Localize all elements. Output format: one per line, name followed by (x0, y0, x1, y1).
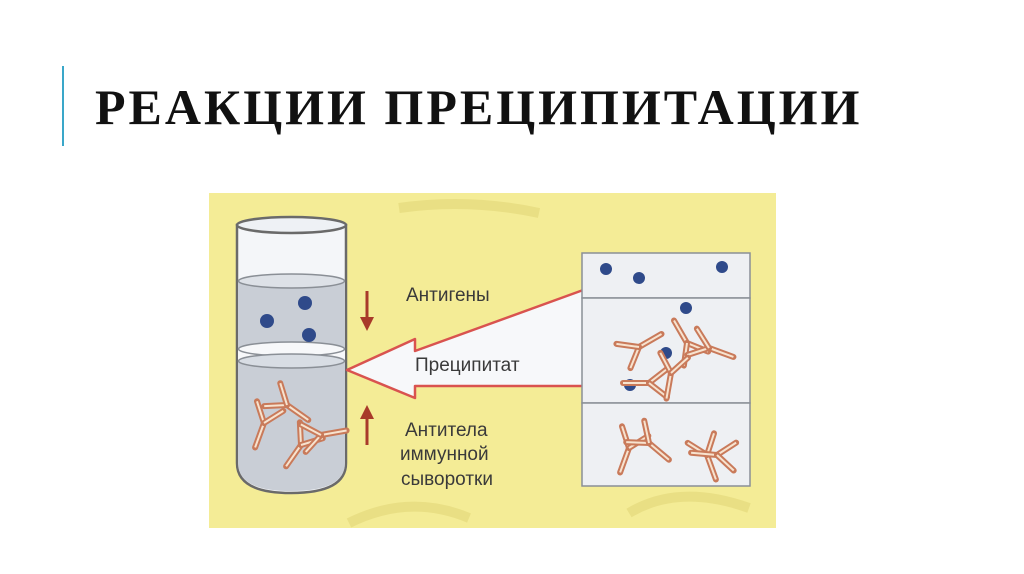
antigen-dot (716, 261, 728, 273)
tube-rim (237, 217, 346, 233)
panel-antibodies (582, 403, 750, 486)
antigen-dot (260, 314, 274, 328)
antigen-dot (302, 328, 316, 342)
precipitation-figure: Антигены Преципитат Антитела иммунной сы… (209, 193, 776, 528)
antigen-dot (600, 263, 612, 275)
tube-top-liquid (238, 281, 345, 351)
test-tube (237, 217, 349, 493)
label-antibodies-line3: сыворотки (401, 469, 493, 490)
liquid-surface (239, 274, 345, 288)
slide-title: РЕАКЦИИ ПРЕЦИПИТАЦИИ (95, 78, 862, 136)
label-antibodies-line2: иммунной (400, 444, 489, 465)
label-antigens: Антигены (406, 285, 490, 306)
antigen-dot (298, 296, 312, 310)
panel-antigens (582, 253, 750, 298)
antigen-dot (680, 302, 692, 314)
label-antibodies-line1: Антитела (405, 420, 488, 441)
label-precipitate: Преципитат (415, 355, 520, 376)
panel-precipitate (582, 298, 750, 403)
title-accent-bar (62, 66, 64, 146)
antigen-dot (633, 272, 645, 284)
tube-bottom-liquid (238, 358, 345, 491)
